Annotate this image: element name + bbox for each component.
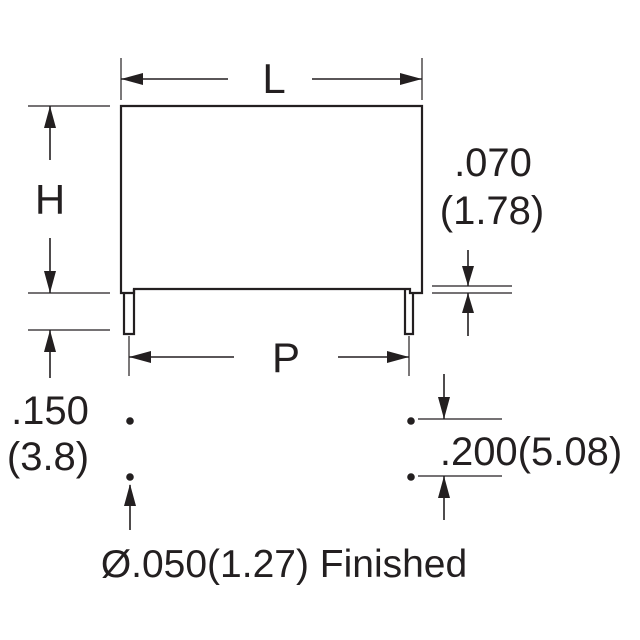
hole-note-arrow xyxy=(124,484,136,506)
lead-offset-arrow-down xyxy=(462,266,474,286)
hole-spacing-label: .200(5.08) xyxy=(440,430,622,474)
hole-note-label: Ø.050(1.27) Finished xyxy=(101,543,467,586)
hole-spacing-arrow-up xyxy=(438,476,450,498)
lead-offset-arrow-up xyxy=(462,293,474,313)
lead-length-arrow xyxy=(44,330,56,352)
p-arrow-right xyxy=(387,351,409,363)
hole-right-bottom xyxy=(407,473,415,481)
hole-left-top xyxy=(126,417,134,425)
left-lead xyxy=(122,289,136,336)
lead-length-mm-label: (3.8) xyxy=(7,435,89,479)
l-arrow-left xyxy=(121,73,143,85)
length-label: L xyxy=(262,55,285,102)
lead-offset-mm-label: (1.78) xyxy=(440,189,545,233)
h-arrow-top xyxy=(44,106,56,128)
hole-left-bottom xyxy=(126,473,134,481)
h-arrow-bottom xyxy=(44,271,56,293)
lead-length-inch-label: .150 xyxy=(11,389,89,433)
component-body xyxy=(119,104,424,295)
l-arrow-right xyxy=(400,73,422,85)
hole-spacing-arrow-down xyxy=(438,397,450,419)
right-lead xyxy=(403,289,415,336)
p-arrow-left xyxy=(129,351,151,363)
height-label: H xyxy=(35,176,65,223)
hole-right-top xyxy=(407,417,415,425)
lead-offset-inch-label: .070 xyxy=(454,141,532,185)
pitch-label: P xyxy=(272,334,300,381)
